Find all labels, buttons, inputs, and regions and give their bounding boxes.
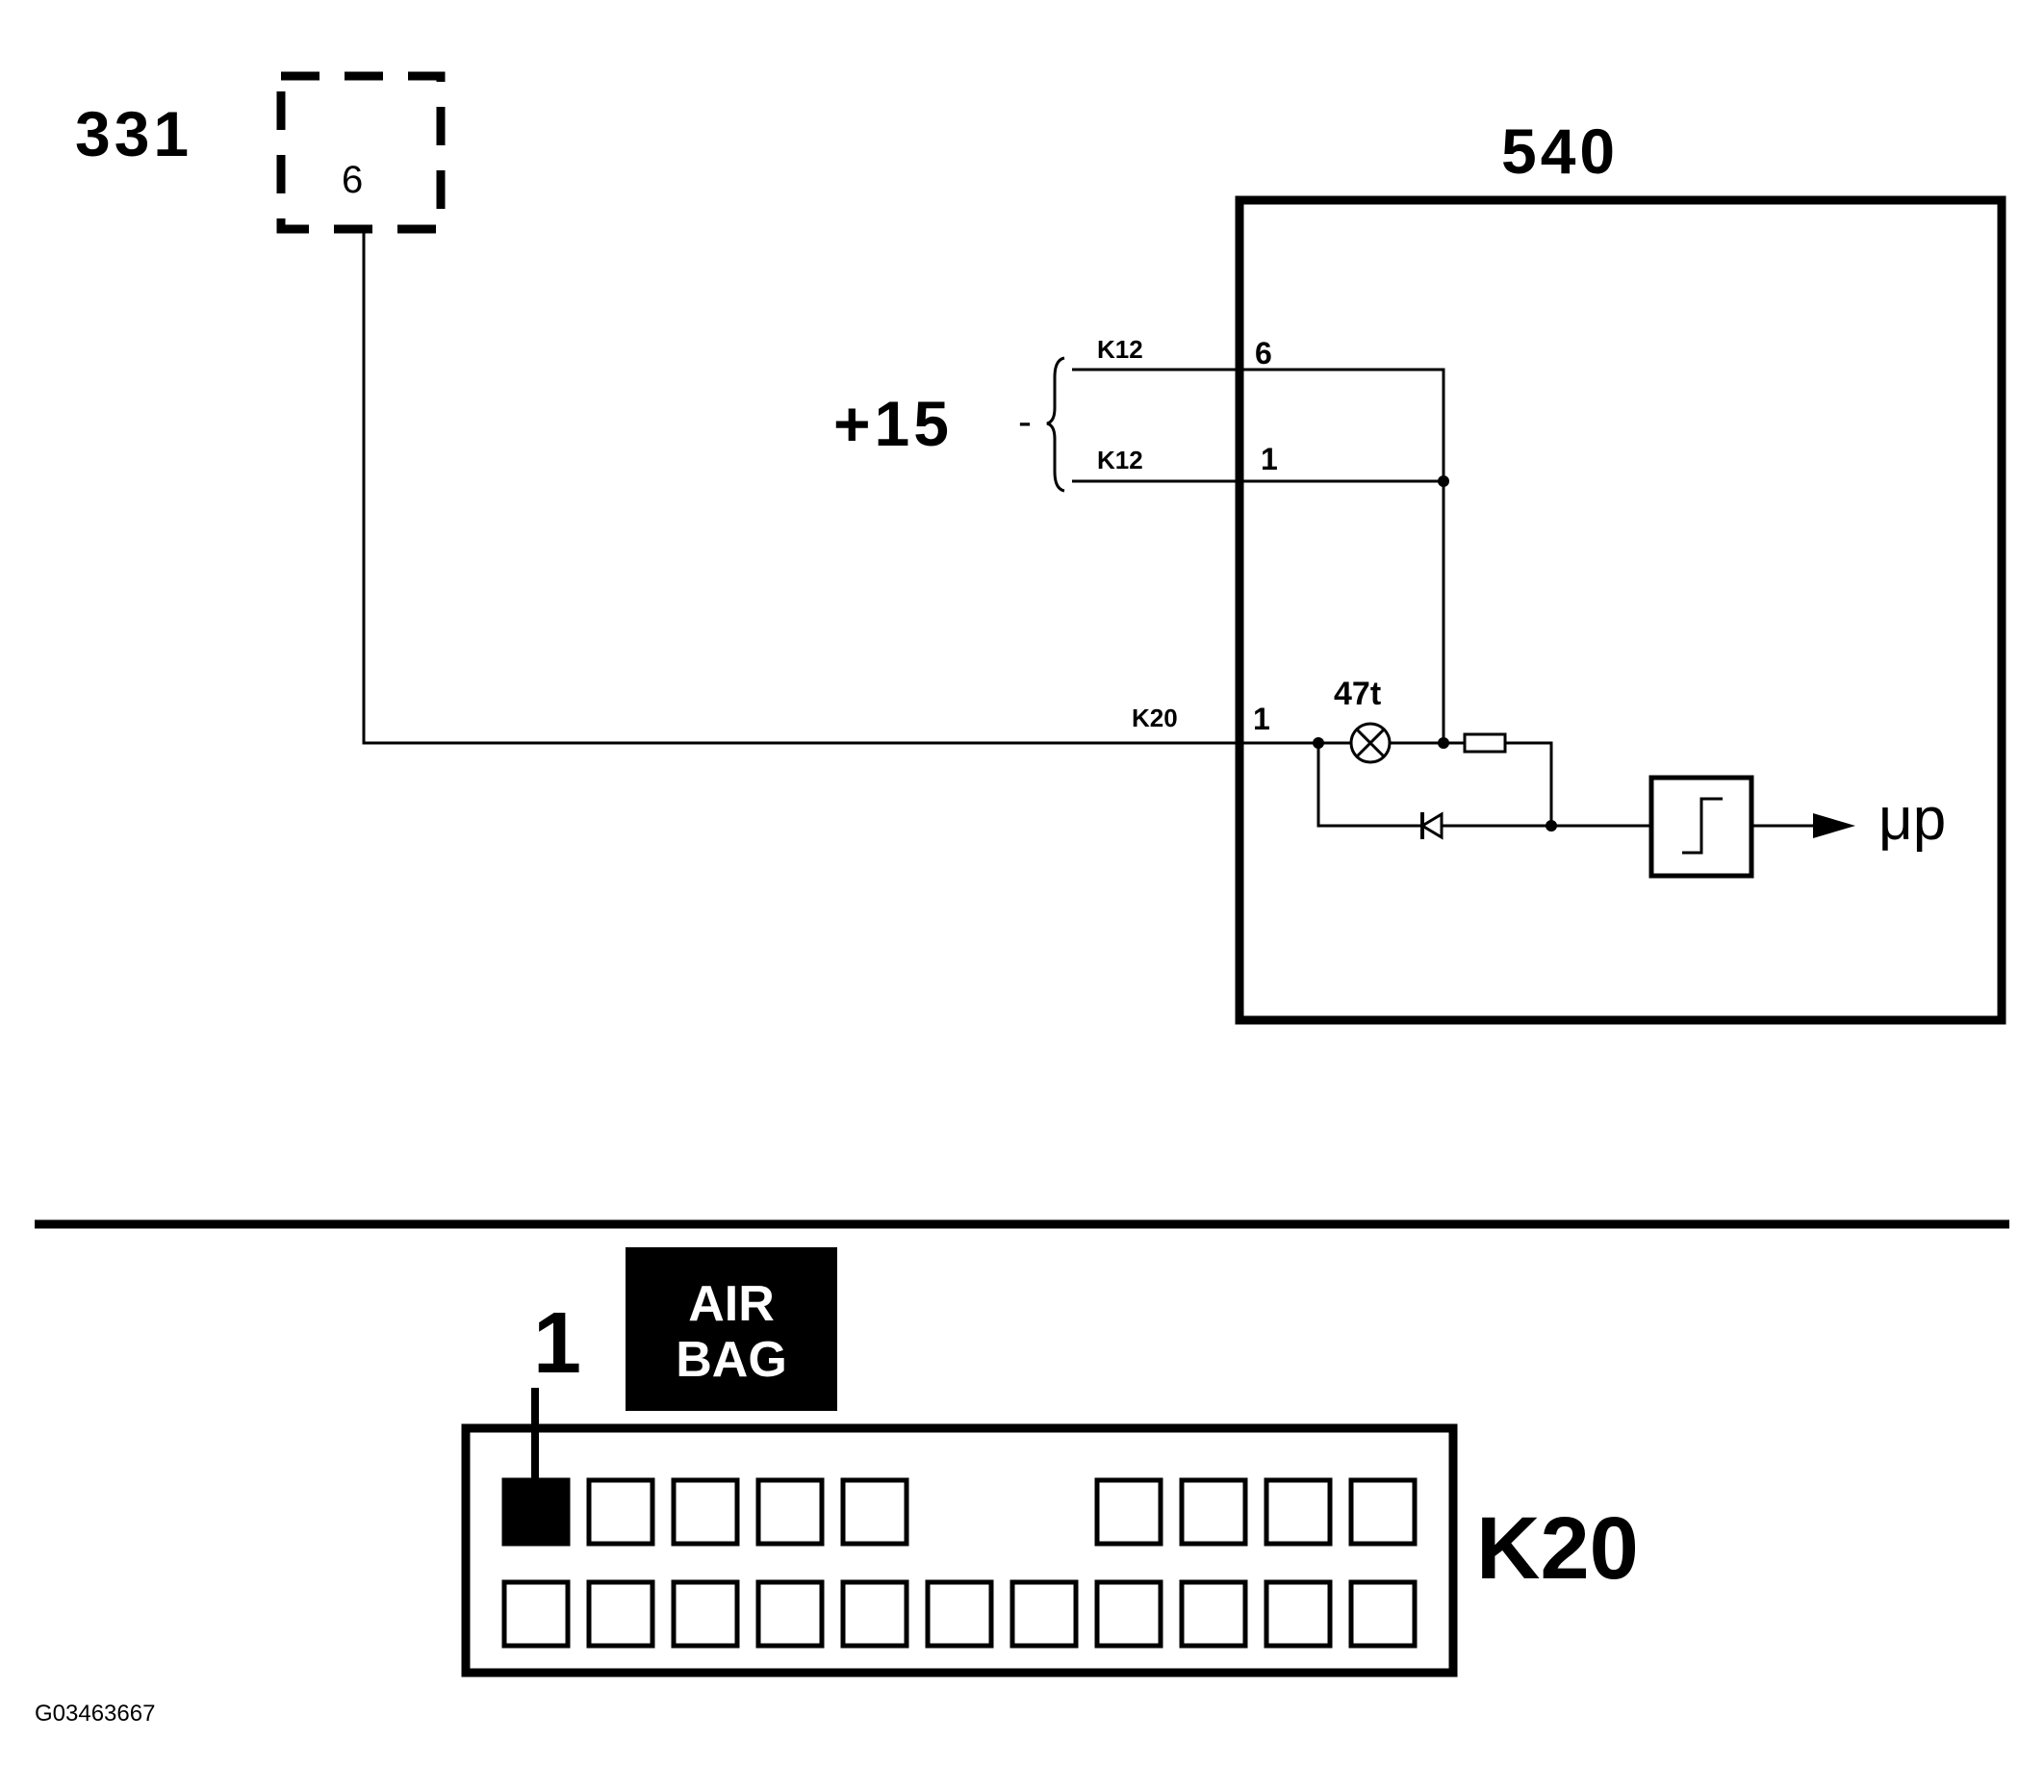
supply-dash: - <box>1018 398 1032 444</box>
connector-pin1-label: 1 <box>533 1295 581 1392</box>
lamp-label: 47t <box>1334 676 1381 712</box>
k20-pin-1-cavity <box>501 1477 571 1547</box>
k20-pin-cavity <box>586 1579 655 1649</box>
k20-pin-cavity <box>671 1579 740 1649</box>
wire-k12-pin6 <box>1072 368 1445 481</box>
k20-pin-cavity <box>1264 1579 1333 1649</box>
k20-pin-cavity <box>1179 1579 1248 1649</box>
wire-resistor-to-right <box>1505 741 1553 826</box>
wire-diode-branch <box>1316 743 1551 828</box>
k20-pin-cavity <box>1348 1579 1418 1649</box>
wire-331-to-k20 <box>362 231 1320 745</box>
k20-pin-cavity <box>755 1477 825 1547</box>
k20-pin-cavity <box>840 1579 909 1649</box>
k20-connector-name: K20 <box>1476 1499 1639 1598</box>
k20-pin-cavity <box>1009 1579 1079 1649</box>
airbag-badge-line2: BAG <box>676 1332 787 1388</box>
figure-id: G03463667 <box>35 1701 155 1727</box>
k20-pin-label: 1 <box>1253 702 1270 736</box>
schmitt-trigger-symbol <box>1682 797 1723 855</box>
component-331-box <box>276 71 446 234</box>
k20-pin-cavity <box>925 1579 994 1649</box>
k20-pin-cavity <box>1348 1477 1418 1547</box>
k20-connector-label: K20 <box>1132 704 1178 732</box>
k20-pin-cavity <box>671 1477 740 1547</box>
supply-label: +15 <box>833 388 953 459</box>
output-arrow-icon <box>1813 813 1855 838</box>
airbag-badge: AIR BAG <box>626 1247 837 1411</box>
supply-brace <box>1046 356 1065 493</box>
k20-pin-cavity <box>586 1477 655 1547</box>
output-label: μp <box>1878 786 1946 853</box>
component-331-pin-label: 6 <box>342 159 363 201</box>
k12-upper-connector-label: K12 <box>1097 335 1143 364</box>
component-540-box <box>1235 195 2006 1025</box>
k20-pin-cavity <box>755 1579 825 1649</box>
k12-lower-connector-label: K12 <box>1097 446 1143 474</box>
k20-pin-cavity <box>501 1579 571 1649</box>
k20-pin-cavity <box>1179 1477 1248 1547</box>
component-540-label: 540 <box>1501 115 1619 187</box>
airbag-badge-line1: AIR <box>688 1276 775 1332</box>
k20-connector-housing <box>461 1423 1458 1677</box>
k20-pin-grid <box>501 1477 1418 1649</box>
k20-pin-cavity <box>1094 1477 1163 1547</box>
lamp-symbol <box>1349 722 1392 764</box>
diode-symbol <box>1419 811 1444 840</box>
k20-pin-cavity <box>1094 1579 1163 1649</box>
k20-pin-cavity <box>1264 1477 1333 1547</box>
k20-pin-cavity <box>840 1477 909 1547</box>
resistor-symbol <box>1463 732 1507 754</box>
k12-upper-pin-label: 6 <box>1255 336 1272 371</box>
component-331-label: 331 <box>75 98 192 169</box>
k12-lower-pin-label: 1 <box>1261 442 1278 476</box>
